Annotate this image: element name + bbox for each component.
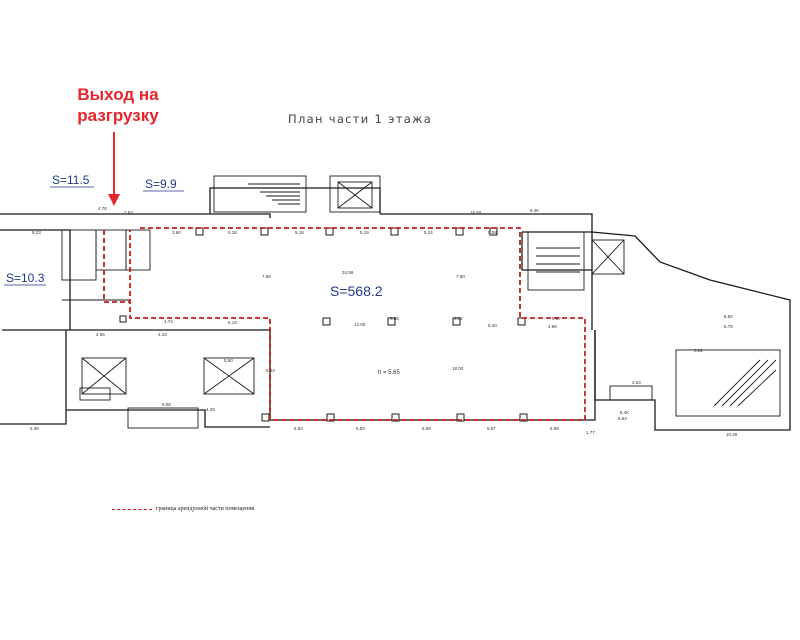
small-rooms xyxy=(61,229,653,401)
dimension-label: 3.02 xyxy=(694,348,703,353)
rental-boundary xyxy=(103,227,586,421)
dimension-label: 7.66 xyxy=(262,274,271,279)
dimension-label: 5.08 xyxy=(488,230,497,235)
legend: граница арендуемой части помещения xyxy=(112,506,254,512)
dimension-label: 2.63 xyxy=(124,210,133,215)
dimension-label: 5.53 xyxy=(294,426,303,431)
plan-title: План части 1 этажа xyxy=(288,112,433,126)
columns xyxy=(119,227,528,422)
legend-dashed-line xyxy=(112,508,152,510)
dimension-label: 12.00 xyxy=(354,322,366,327)
dimension-label: 5.57 xyxy=(487,426,496,431)
dimension-label: 7.90 xyxy=(456,274,465,279)
dimension-label: 9.23 xyxy=(32,230,41,235)
dimension-label: 16.69 xyxy=(470,210,482,215)
height-label: h = 5.65 xyxy=(378,370,401,376)
dimension-label: 5.53 xyxy=(356,426,365,431)
dimension-label: 5.18 xyxy=(228,230,237,235)
dimension-label: 4.23 xyxy=(158,332,167,337)
legend-text: граница арендуемой части помещения xyxy=(156,506,255,512)
dimension-label: 4.74 xyxy=(164,319,173,324)
dimension-label: 6.08 xyxy=(162,402,171,407)
dimension-label: 8.63 xyxy=(618,416,627,421)
dimension-label: 4.96 xyxy=(548,324,557,329)
dimension-label: 5.87 xyxy=(552,316,561,321)
dimension-label: 8.60 xyxy=(724,314,733,319)
dimension-label: 3.82 xyxy=(454,316,463,321)
callout-line-2: разгрузку xyxy=(77,106,159,125)
stair-core-top xyxy=(213,175,381,213)
dimension-label: 3.60 xyxy=(172,230,181,235)
area-label-3: S=10.3 xyxy=(6,271,45,285)
callout-line-1: Выход на xyxy=(77,85,159,104)
dimension-label: 5.40 xyxy=(488,323,497,328)
stair-core-right xyxy=(527,231,781,417)
dimension-label: 8.4К xyxy=(530,208,539,213)
dimension-labels: 9.23 4.78 2.63 3.60 5.18 5.18 5.19 5.24 … xyxy=(30,206,738,437)
dimension-label: 18.00 xyxy=(452,366,464,371)
dimension-label: 4.78 xyxy=(98,206,107,211)
area-underlines xyxy=(4,186,184,286)
dimension-label: 4.39 xyxy=(206,407,215,412)
dimension-label: 5.18 xyxy=(295,230,304,235)
exit-arrow xyxy=(108,132,120,206)
area-label-1: S=11.5 xyxy=(52,173,90,187)
area-labels: S=11.5 S=9.9 S=10.3 S=568.2 xyxy=(6,173,383,299)
dimension-label: 4.53 xyxy=(632,380,641,385)
dimension-label: 8.4К xyxy=(620,410,629,415)
dimension-label: 5.58 xyxy=(550,426,559,431)
dimension-label: 5.59 xyxy=(422,426,431,431)
dimension-label: 3.85 xyxy=(390,316,399,321)
elevator-shafts xyxy=(79,357,255,429)
dimension-label: 5.39 xyxy=(30,426,39,431)
dimension-label: 5.63 xyxy=(266,368,275,373)
area-label-2: S=9.9 xyxy=(145,177,177,191)
dimension-label: 5.19 xyxy=(360,230,369,235)
area-label-main: S=568.2 xyxy=(330,283,383,299)
dimension-label: 5.19 xyxy=(228,320,237,325)
dimension-label: 5.24 xyxy=(424,230,433,235)
unloading-exit-callout: Выход на разгрузку xyxy=(68,84,168,126)
dimension-label: 1.77 xyxy=(586,430,595,435)
dimension-label: 10.28 xyxy=(726,432,738,437)
dimension-label: 5.50 xyxy=(224,358,233,363)
dimension-label: 8.79 xyxy=(724,324,733,329)
dimension-label: 34.58 xyxy=(342,270,354,275)
dimension-label: 4.95 xyxy=(96,332,105,337)
